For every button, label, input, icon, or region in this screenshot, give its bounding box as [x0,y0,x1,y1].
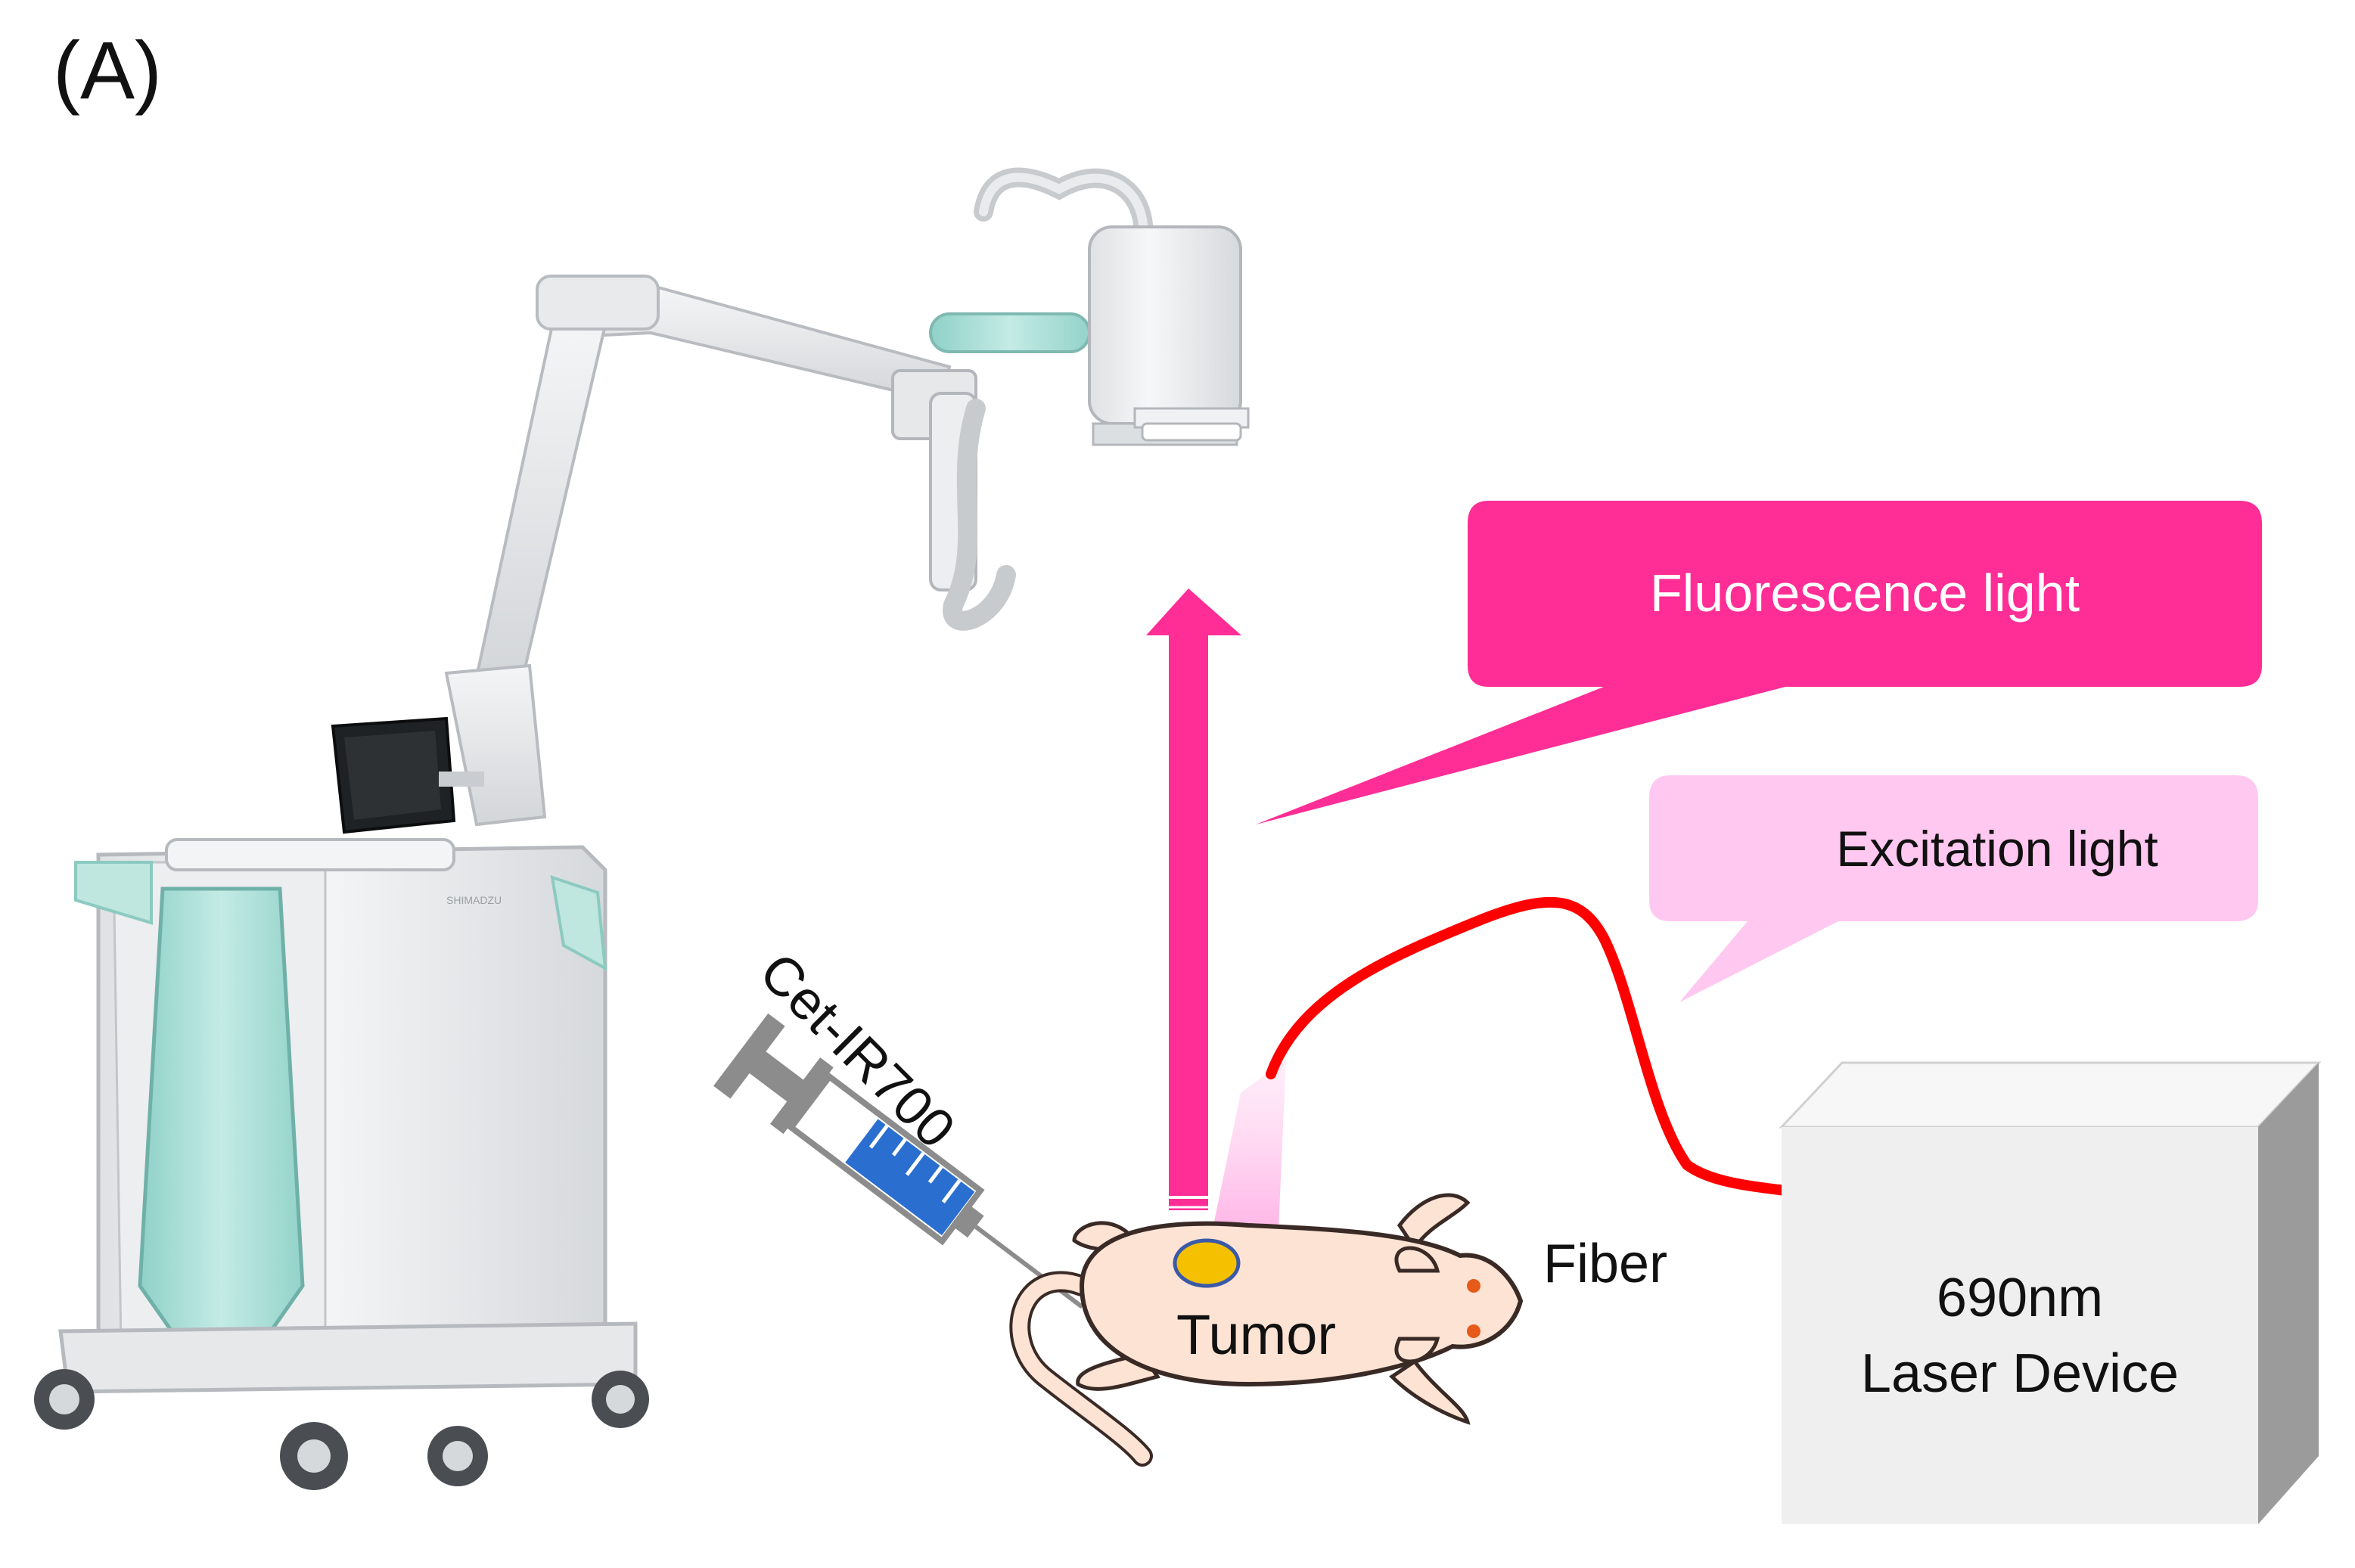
excitation-label: Excitation light [1836,821,2158,877]
device-cart: SHIMADZU [34,838,649,1490]
fiber-label: Fiber [1543,1234,1667,1294]
device-arm [444,167,1154,827]
panel-label: (A) [53,24,162,116]
excitation-callout: Excitation light [1649,775,2258,1002]
fluorescence-label: Fluorescence light [1650,564,2080,623]
fluorescence-callout: Fluorescence light [1256,501,2262,824]
device-wheels [34,1369,649,1490]
tumor-spot [1173,1238,1241,1288]
excitation-glow [1214,1059,1286,1229]
syringe-icon [713,1013,1084,1309]
laser-box: 690nm Laser Device [1779,1061,2322,1524]
mouse-illustration [1009,1193,1524,1467]
fluorescence-arrow [1146,588,1241,1210]
laser-line-1: 690nm [1937,1268,2103,1328]
svg-text:SHIMADZU: SHIMADZU [446,894,502,906]
camera-head [1088,225,1250,446]
device-monitor [331,716,484,834]
laser-line-2: Laser Device [1861,1343,2179,1404]
fiber-cable [1266,896,1821,1200]
tumor-label: Tumor [1176,1303,1336,1366]
imaging-device: SHIMADZU [34,167,1250,1490]
